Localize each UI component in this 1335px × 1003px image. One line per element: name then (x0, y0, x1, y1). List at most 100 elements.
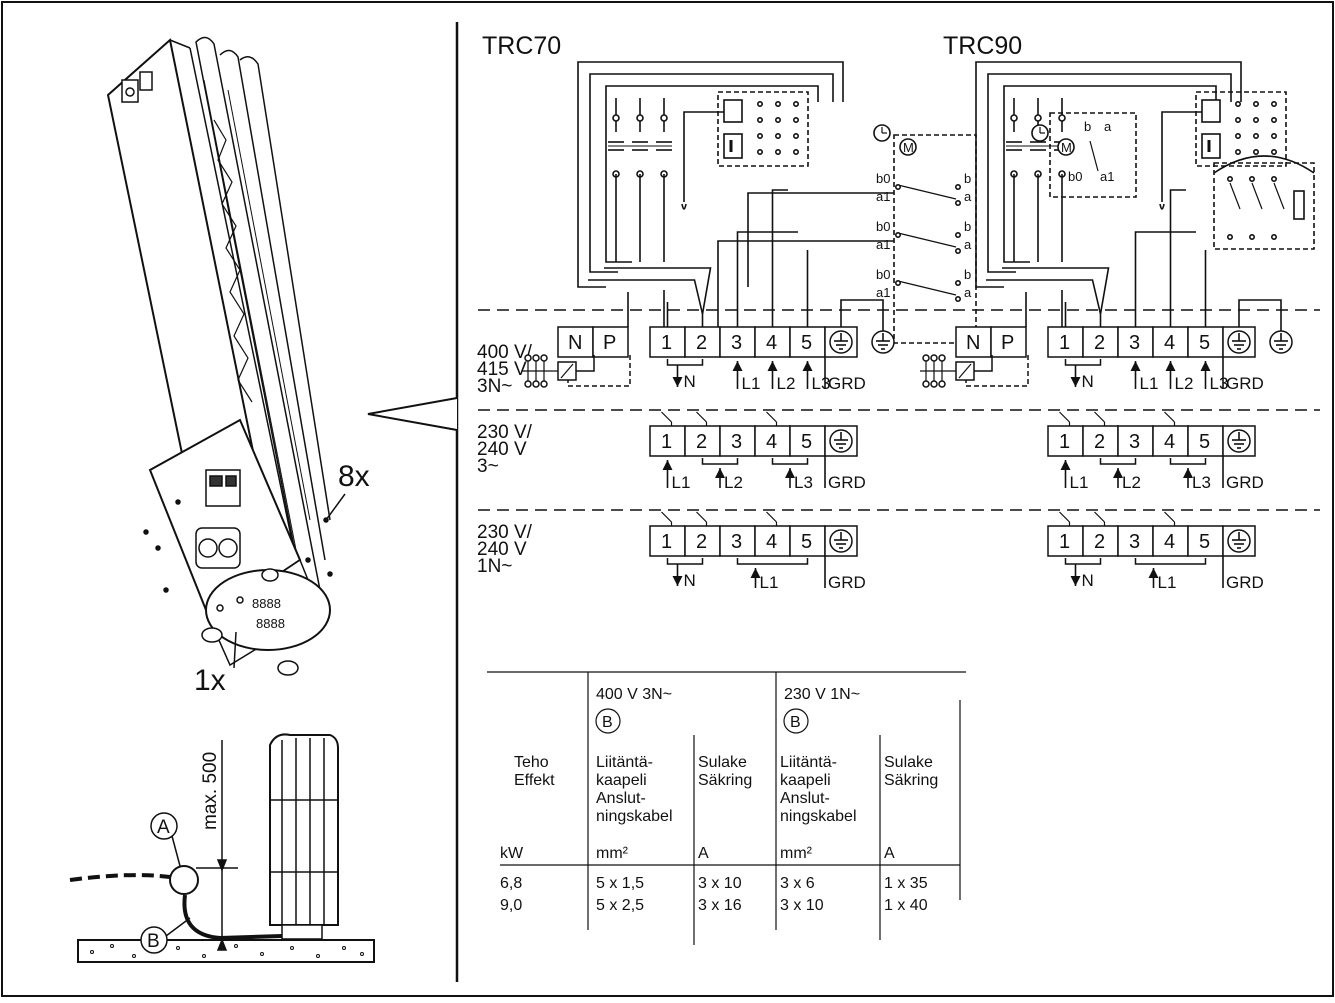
contact-point (1227, 176, 1234, 183)
wire (897, 232, 957, 248)
terminal-label: 3 (731, 431, 742, 453)
wire (840, 299, 884, 331)
terminal-label: 5 (801, 431, 812, 453)
wire (747, 192, 894, 287)
timer-label: b0 (876, 171, 890, 186)
timer-label: b0 (876, 267, 890, 282)
contact-point (792, 117, 799, 124)
fuse-header: Sulake (698, 754, 747, 771)
table-header-400v: 400 V 3N~ (596, 686, 672, 703)
cable-header: ningskabel (596, 808, 673, 825)
contact-point (1058, 114, 1066, 122)
wire (577, 61, 844, 288)
timer-label: b0 (1068, 169, 1082, 184)
unit-kw: kW (500, 845, 524, 862)
wire-label: L3 (794, 473, 813, 492)
contact-point (1249, 234, 1256, 241)
contact-point (930, 380, 938, 388)
terminal-box (955, 326, 992, 358)
contact-point (1271, 133, 1278, 140)
wire (1251, 182, 1263, 210)
ground-icon (829, 529, 853, 553)
contact-point (1034, 114, 1042, 122)
wire (1089, 140, 1099, 172)
contact-point (1253, 101, 1260, 108)
wire (1064, 558, 1102, 565)
cable-fuse-table (487, 671, 966, 945)
timer-label: b (964, 219, 971, 234)
terminal-box (1117, 425, 1154, 457)
contact-point (938, 380, 946, 388)
voltage-line: 240 V (477, 439, 527, 460)
marker-b: B (147, 931, 160, 952)
contact-point (524, 354, 532, 362)
contact-point (532, 380, 540, 388)
terminal-label: P (603, 332, 616, 354)
wire (605, 85, 819, 263)
contact-point (954, 248, 961, 255)
contact-point (774, 101, 781, 108)
wire (766, 511, 777, 523)
arrow-up (750, 568, 761, 578)
wire (897, 184, 957, 200)
wire-label: N (1082, 571, 1094, 590)
power-header: Effekt (514, 772, 555, 789)
wire-label: L1 (742, 374, 761, 393)
terminal-box (1117, 326, 1154, 358)
contact-point (756, 133, 763, 140)
terminal-label: 3 (1129, 531, 1140, 553)
wire-label: GRD (828, 473, 866, 492)
unit-mm2: mm² (780, 845, 813, 862)
cable-header: ningskabel (780, 808, 857, 825)
arrow-up (1130, 361, 1141, 371)
wire-label: N (1082, 372, 1094, 391)
contact-point (636, 114, 644, 122)
svg-text:8888: 8888 (252, 596, 281, 611)
callout-pointer (367, 397, 458, 431)
voltage-line: 400 V/ (477, 342, 533, 363)
timer-label: a1 (876, 285, 890, 300)
contact-point (954, 279, 961, 286)
terminal-box (754, 326, 791, 358)
wire-label: GRD (1226, 374, 1264, 393)
terminal-box (719, 425, 756, 457)
contact-point (792, 101, 799, 108)
wire (736, 231, 798, 327)
terminal-label: 1 (661, 332, 672, 354)
wire (1229, 182, 1241, 210)
arrow-up (785, 468, 795, 478)
unit-mm2: mm² (596, 845, 629, 862)
wire-label: L1 (1140, 374, 1159, 393)
terminal-box (684, 326, 721, 358)
wire (766, 411, 777, 423)
terminal-label: 2 (696, 332, 707, 354)
terminal-label: 5 (1199, 531, 1210, 553)
terminal-label: 2 (696, 431, 707, 453)
thermometer-icon (723, 133, 743, 159)
voltage-line: 415 V (477, 359, 527, 380)
terminal-box (592, 326, 629, 358)
terminal-box (1047, 525, 1084, 557)
contact-point (954, 295, 961, 302)
terminal-label: P (1001, 332, 1014, 354)
contact-point (1253, 133, 1260, 140)
wire (897, 280, 957, 296)
wire (974, 355, 993, 372)
cable-header: kaapeli (780, 772, 831, 789)
terminal-label: 4 (1164, 431, 1175, 453)
wire (1064, 359, 1102, 366)
contact-point (792, 149, 799, 156)
arrow-up (1060, 460, 1071, 470)
arrow-down (1070, 377, 1081, 387)
wire (589, 73, 834, 273)
contact-point (1235, 101, 1242, 108)
wire-label: GRD (828, 573, 866, 592)
marker-b-230v: B (790, 714, 801, 731)
contact-point (922, 354, 930, 362)
terminal-label: 2 (1094, 531, 1105, 553)
contact-point (1227, 234, 1234, 241)
terminal-box (789, 425, 826, 457)
timer-label: a1 (876, 237, 890, 252)
screw-count-label: 8x (338, 460, 370, 493)
